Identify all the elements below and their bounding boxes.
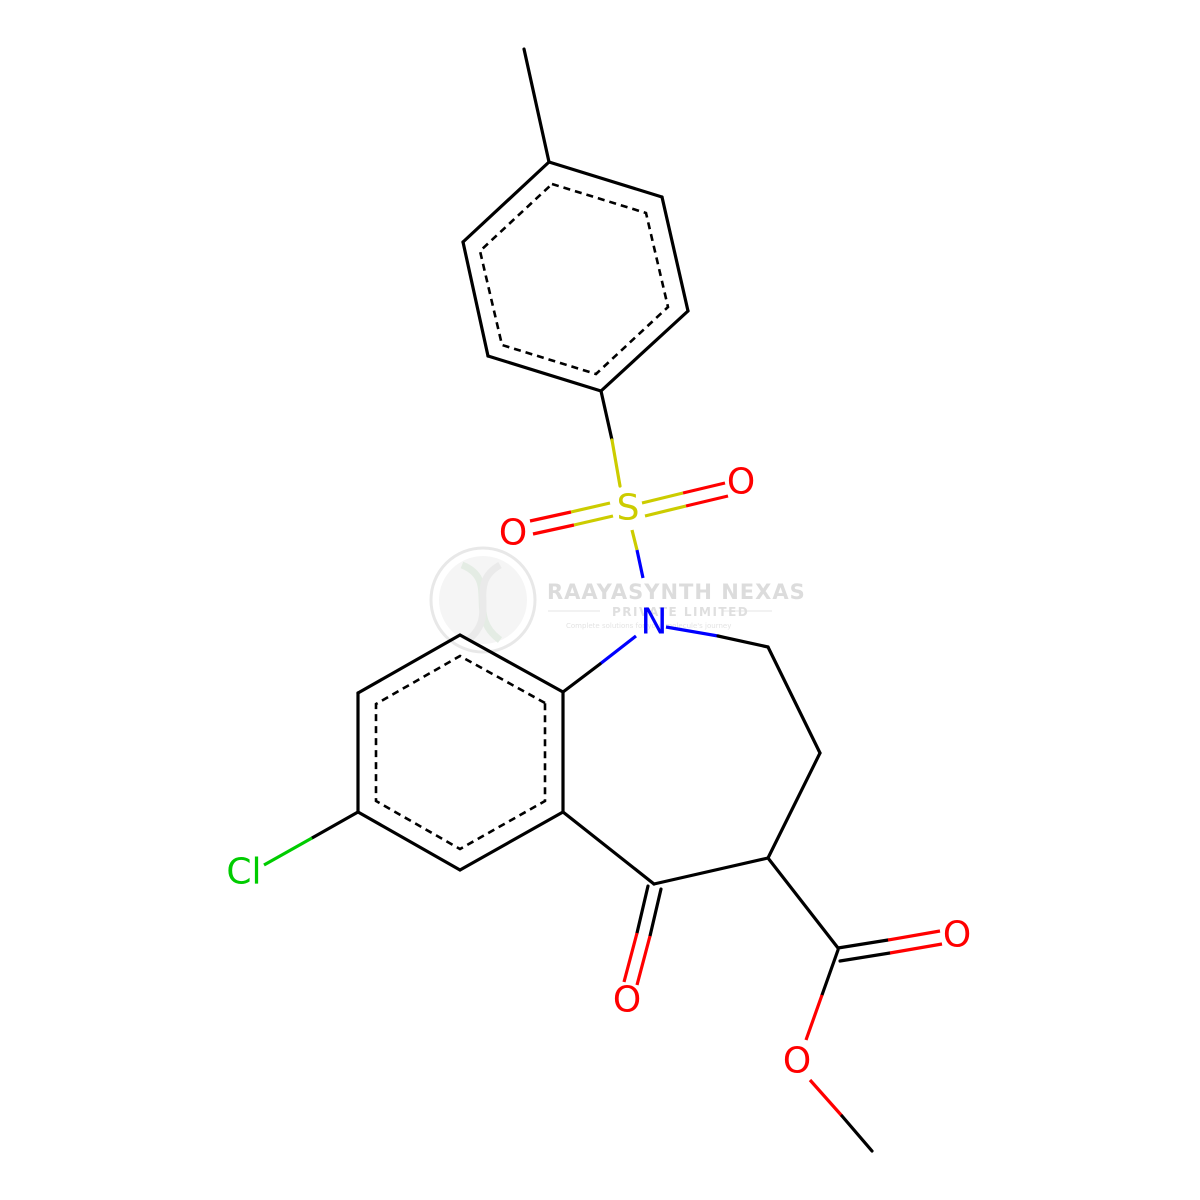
double-bond (635, 935, 652, 986)
atom-label-chlorine: Cl (226, 852, 261, 893)
bond (458, 633, 565, 694)
bond (635, 549, 645, 579)
bond (486, 354, 603, 393)
double-bond (529, 510, 572, 523)
double-bond (532, 523, 575, 536)
double-bond (570, 501, 611, 514)
double-bond (682, 481, 726, 495)
double-bond (685, 494, 729, 508)
watermark-helix-icon (465, 561, 502, 643)
atom-label-oxygen: O (943, 915, 971, 956)
bond (766, 645, 822, 755)
ketone-group (622, 884, 663, 986)
double-bond (887, 929, 941, 942)
bond (561, 810, 656, 886)
watermark-subtitle: PRIVATE LIMITED (612, 605, 749, 619)
bond (652, 856, 770, 886)
bond (665, 625, 719, 638)
bond (263, 836, 313, 867)
double-bond (889, 942, 943, 955)
double-bond (838, 951, 892, 963)
watermark-name: RAAYASYNTH NEXAS (547, 580, 806, 604)
double-bond (635, 884, 650, 935)
bond (820, 948, 840, 997)
bond (766, 751, 822, 860)
atom-label-nitrogen: N (641, 602, 668, 643)
bond (808, 1078, 844, 1118)
bond (356, 633, 462, 695)
bond (766, 856, 840, 950)
atom-label-oxygen: O (783, 1041, 811, 1082)
methyl-bond (840, 1114, 874, 1153)
watermark-tagline: Complete solutions for your molecule's j… (566, 622, 731, 630)
bond (310, 810, 360, 840)
bond (599, 309, 690, 393)
atom-label-oxygen: O (499, 513, 527, 554)
double-bond (573, 514, 614, 527)
aromatic-ring-inner (374, 654, 547, 851)
bond (458, 810, 565, 872)
atom-label-sulfur: S (617, 488, 640, 529)
bond (716, 634, 770, 649)
double-bond (648, 887, 663, 938)
atom-labels: S N O O O O O Cl (226, 462, 971, 1082)
double-bond (641, 491, 684, 505)
tolyl-group (461, 47, 690, 393)
double-bond (622, 932, 639, 983)
methyl-bond (522, 47, 551, 164)
bond (561, 662, 602, 694)
benzo-ring (263, 633, 565, 872)
azepine-ring (561, 625, 822, 886)
bond (461, 160, 551, 244)
bond (630, 529, 639, 551)
bond (610, 438, 622, 488)
bond (599, 634, 637, 666)
bond (461, 240, 490, 358)
aromatic-ring-inner (478, 182, 670, 376)
double-bond (836, 938, 890, 950)
atom-label-oxygen: O (613, 980, 641, 1021)
atom-label-oxygen: O (727, 462, 755, 503)
sulfonyl-group (529, 389, 729, 579)
bond (660, 195, 690, 313)
bond (599, 389, 614, 442)
watermark: RAAYASYNTH NEXAS PRIVATE LIMITED Complet… (429, 546, 806, 654)
ester-group (766, 856, 943, 1153)
bond (547, 160, 664, 199)
bond (356, 810, 462, 872)
bond (804, 994, 824, 1041)
double-bond (644, 504, 687, 518)
watermark-logo-ring (429, 546, 537, 654)
